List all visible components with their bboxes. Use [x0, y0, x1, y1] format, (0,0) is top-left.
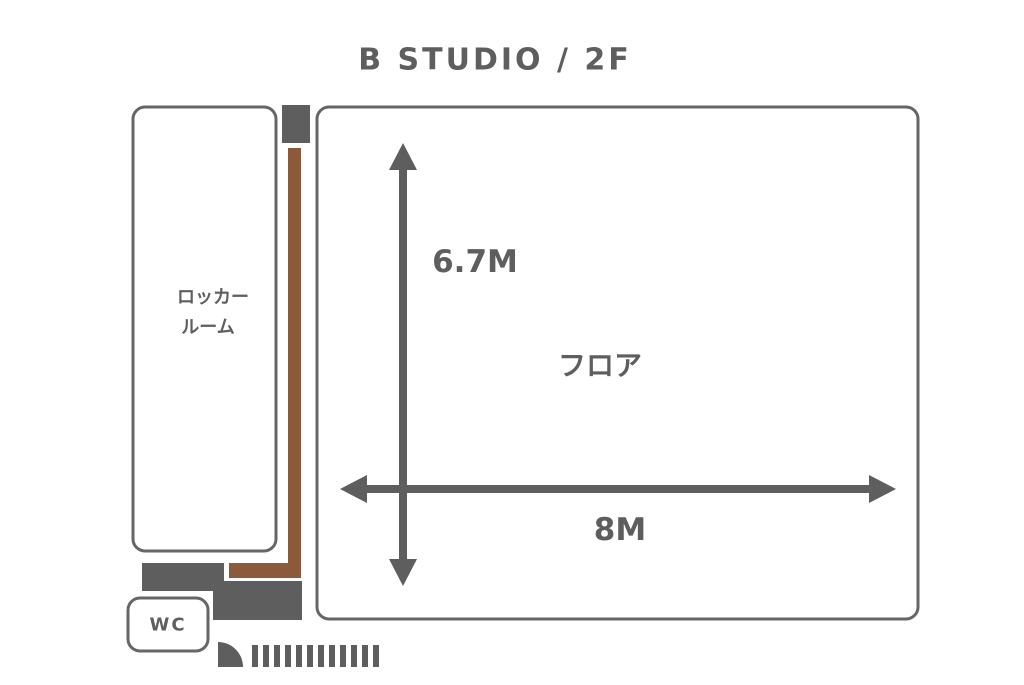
wall-horizontal [229, 563, 301, 578]
height-arrow [389, 143, 417, 586]
page-title: B STUDIO / 2F [358, 42, 632, 78]
pillar [282, 105, 310, 143]
width-arrow [340, 475, 896, 503]
locker-room-label-2: ルーム [181, 317, 235, 338]
wc-label: WC [149, 614, 187, 636]
floor-room [315, 105, 920, 621]
width-dimension: 8M [593, 512, 647, 548]
locker-room-label-1: ロッカー [177, 287, 249, 308]
height-dimension: 6.7M [432, 244, 518, 280]
floor-label: フロア [557, 349, 643, 382]
stairs [252, 645, 379, 667]
door-swing-icon [218, 642, 243, 667]
stair-block [142, 563, 224, 591]
wall-vertical [288, 148, 301, 578]
wc-room [126, 596, 210, 653]
entrance-block [213, 581, 302, 620]
locker-room [131, 105, 278, 553]
